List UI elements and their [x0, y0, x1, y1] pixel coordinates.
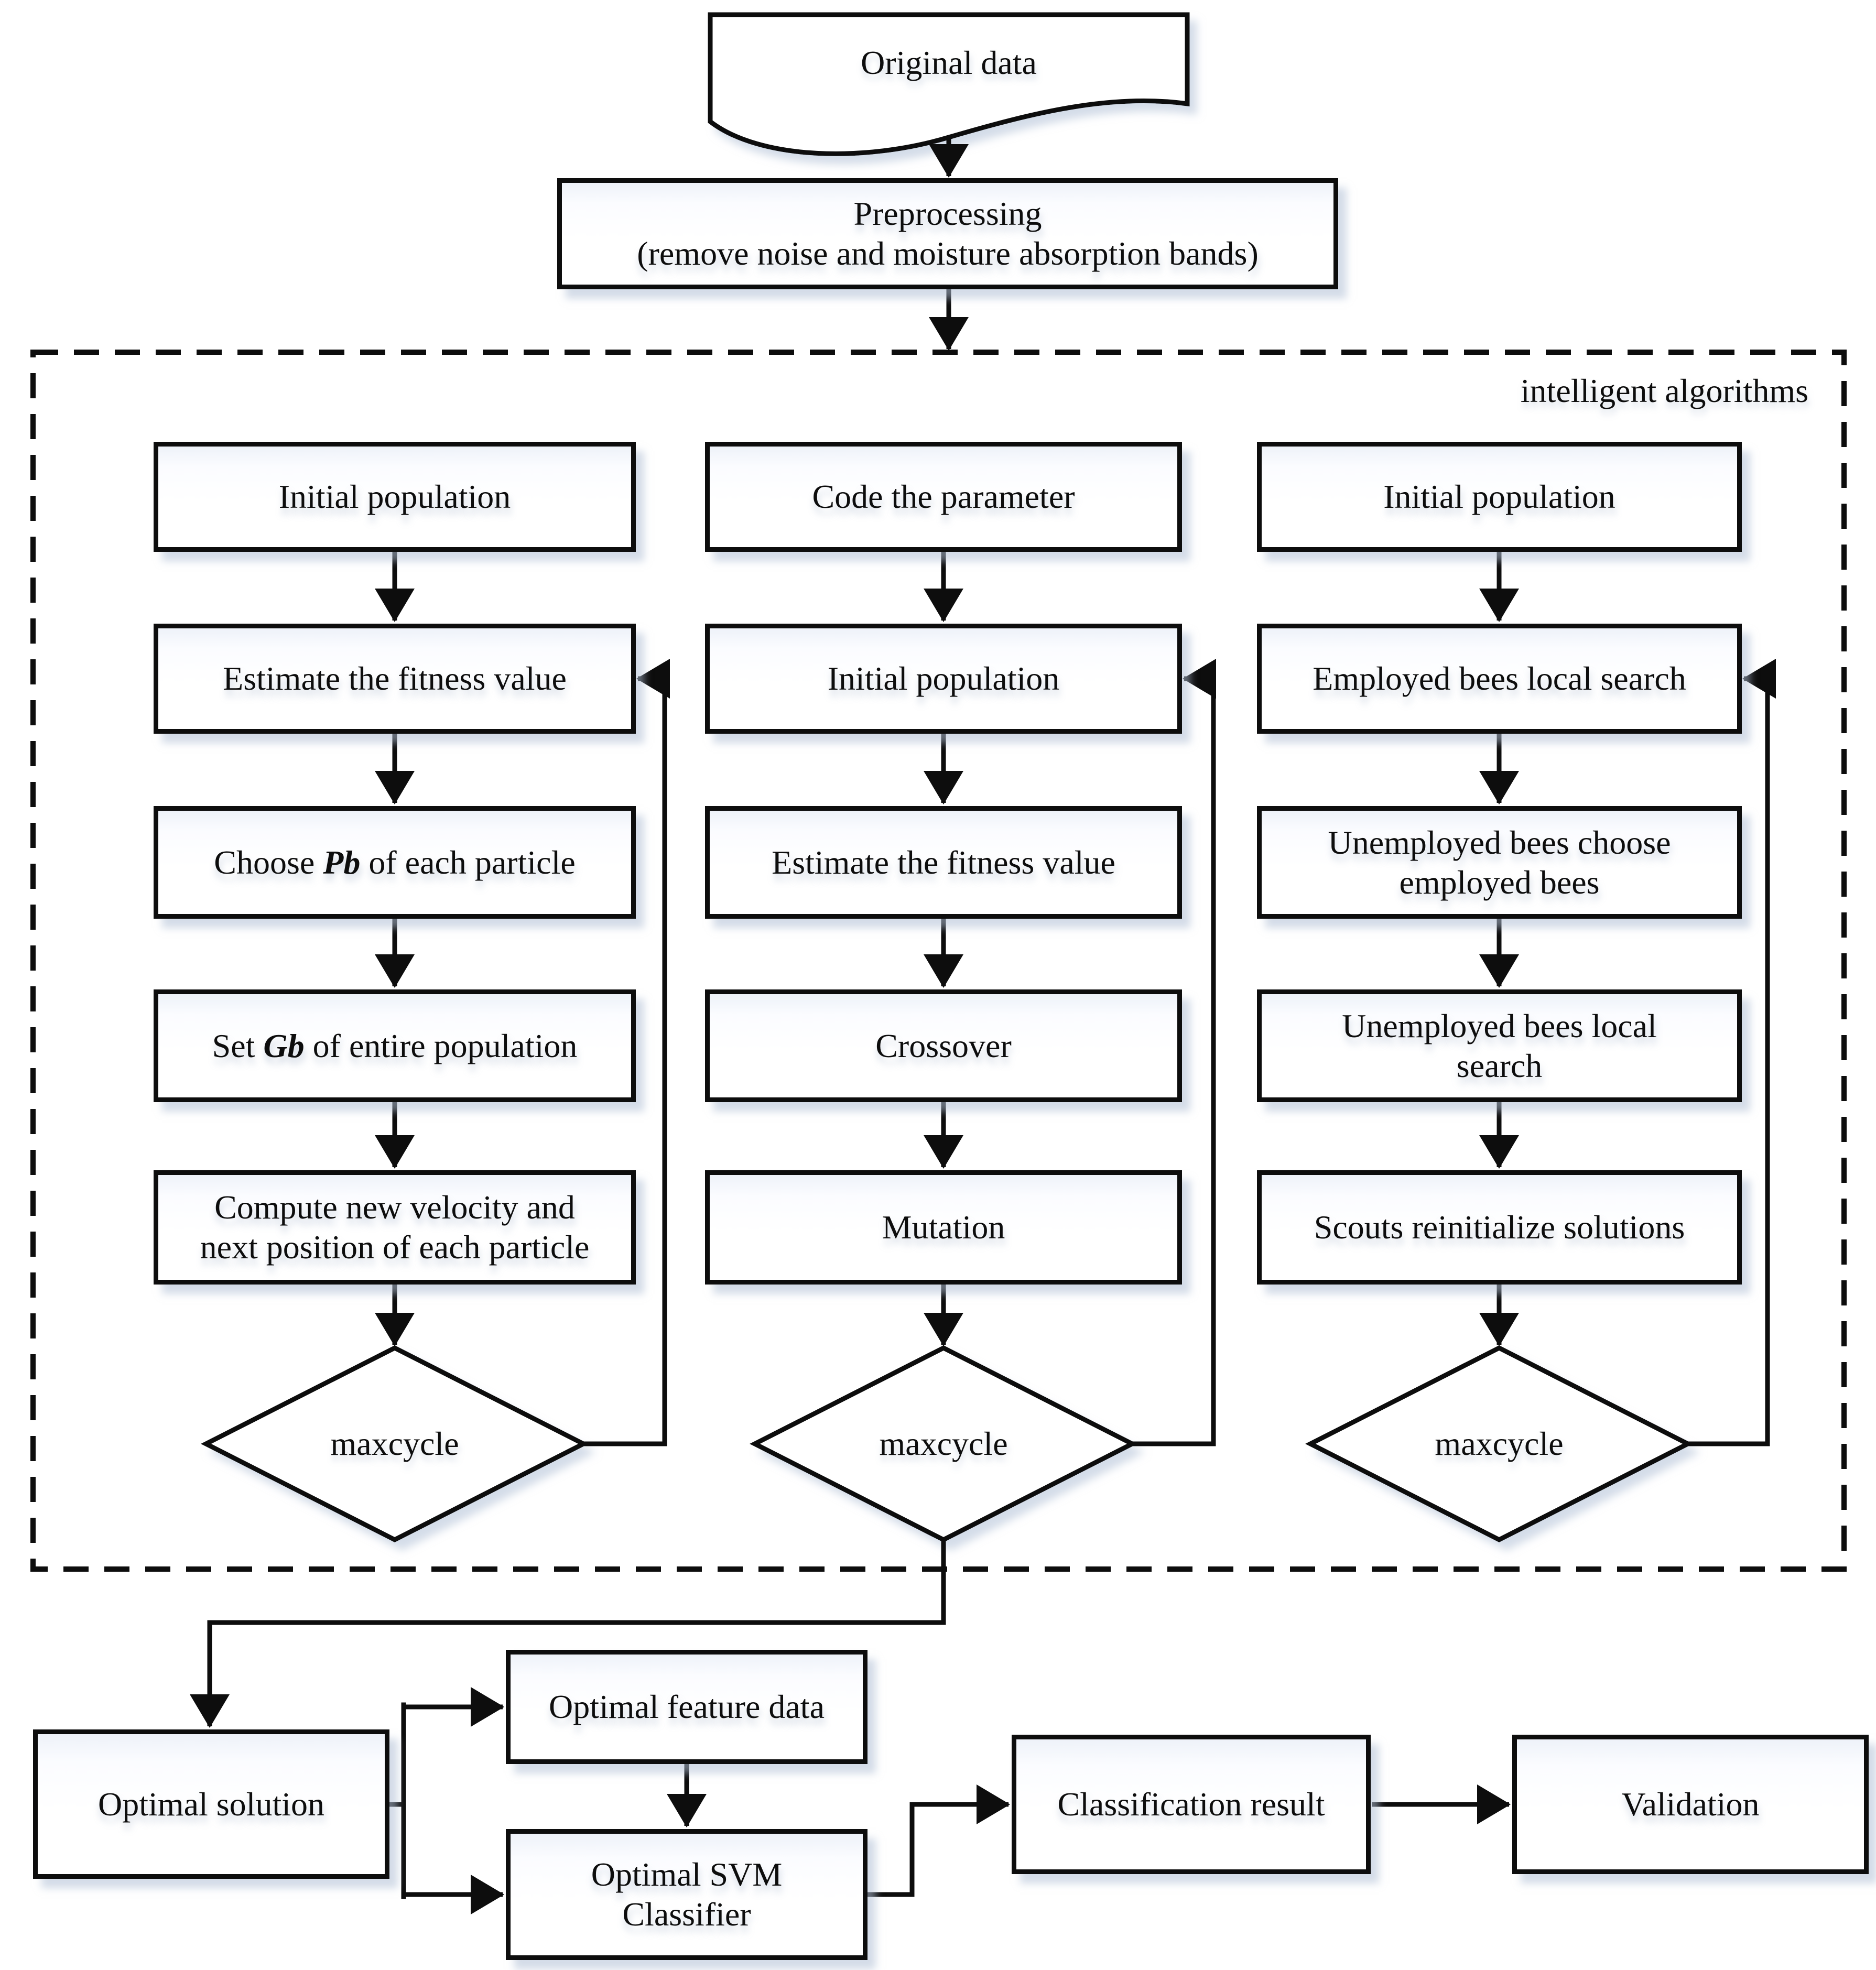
node-pso-initial-population: Initial population: [154, 442, 636, 552]
label-ga-maxcycle: maxcycle: [879, 1425, 1008, 1462]
node-original-data-label: Original data: [861, 44, 1037, 81]
node-abc-unemployed-search: Unemployed bees local search: [1257, 989, 1742, 1102]
node-ga-mutation: Mutation: [705, 1170, 1182, 1285]
node-ga-initial-population: Initial population: [705, 624, 1182, 734]
node-ga-estimate-fitness: Estimate the fitness value: [705, 806, 1182, 919]
flow-arrows: [190, 137, 1776, 1914]
node-abc-employed-bees: Employed bees local search: [1257, 624, 1742, 734]
pso-maxcycle-diamond: [201, 1345, 589, 1543]
node-abc-scouts: Scouts reinitialize solutions: [1257, 1170, 1742, 1285]
choose-pb-line: Choose Pb of each particle: [214, 843, 576, 881]
pb-variable: Pb: [323, 843, 361, 881]
intelligent-algorithms-group-border: [30, 350, 1847, 1572]
label-abc-maxcycle: maxcycle: [1435, 1425, 1564, 1462]
label-pso-maxcycle: maxcycle: [330, 1425, 459, 1462]
node-pso-choose-pb: Choose Pb of each particle: [154, 806, 636, 919]
node-validation: Validation: [1512, 1735, 1869, 1874]
node-optimal-svm-classifier: Optimal SVM Classifier: [506, 1829, 867, 1960]
gb-variable: Gb: [263, 1027, 305, 1064]
set-gb-line: Set Gb of entire population: [212, 1027, 578, 1064]
node-optimal-solution: Optimal solution: [33, 1729, 389, 1879]
node-ga-code-parameter: Code the parameter: [705, 442, 1182, 552]
node-classification-result: Classification result: [1012, 1735, 1371, 1874]
node-pso-compute-velocity: Compute new velocity and next position o…: [154, 1170, 636, 1285]
group-label-intelligent-algorithms: intelligent algorithms: [1520, 372, 1808, 409]
abc-maxcycle-diamond: [1305, 1345, 1693, 1543]
node-optimal-feature-data: Optimal feature data: [506, 1650, 867, 1764]
node-pso-estimate-fitness: Estimate the fitness value: [154, 624, 636, 734]
node-abc-initial-population: Initial population: [1257, 442, 1742, 552]
node-pso-set-gb: Set Gb of entire population: [154, 989, 636, 1102]
node-ga-crossover: Crossover: [705, 989, 1182, 1102]
decision-diamonds: [201, 1345, 1693, 1543]
node-abc-unemployed-choose: Unemployed bees choose employed bees: [1257, 806, 1742, 919]
node-preprocessing: Preprocessing (remove noise and moisture…: [557, 178, 1338, 289]
original-data-document-shape: [708, 12, 1190, 156]
preprocessing-title: Preprocessing: [853, 195, 1042, 232]
preprocessing-subtitle: (remove noise and moisture absorption ba…: [637, 235, 1259, 272]
